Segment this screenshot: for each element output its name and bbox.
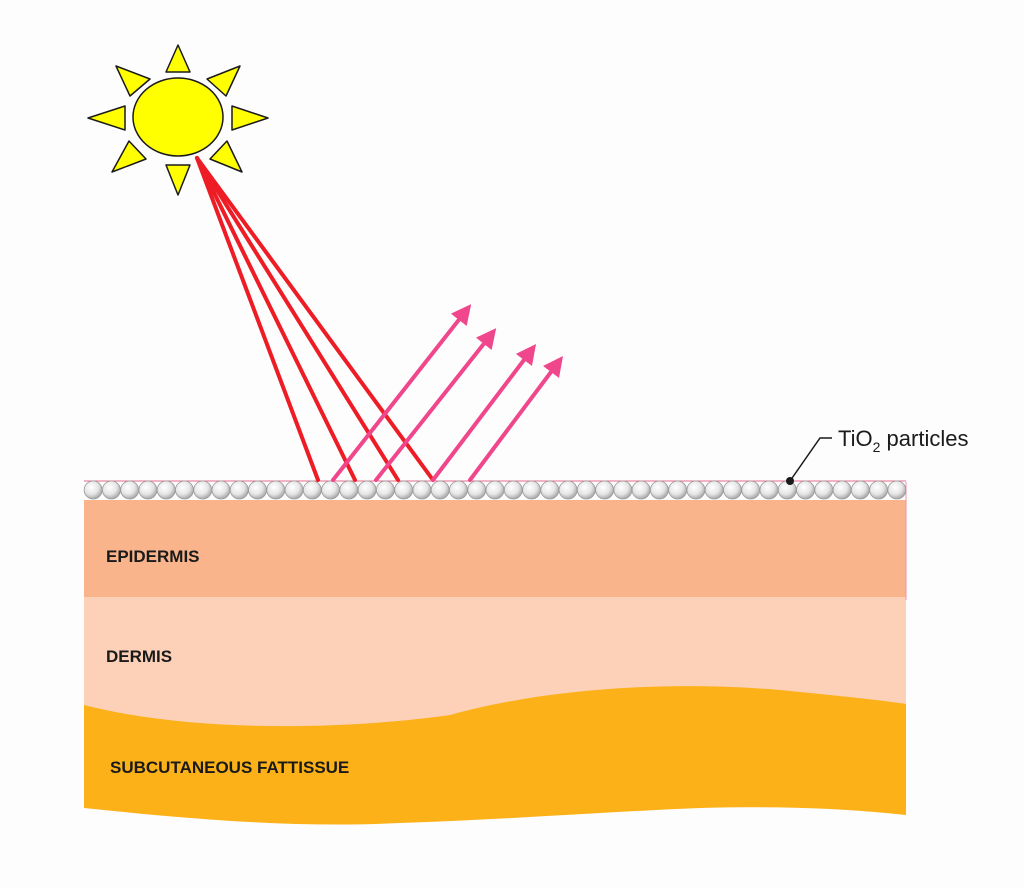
reflected-ray-1 xyxy=(331,304,472,482)
label-epidermis: EPIDERMIS xyxy=(106,547,200,566)
tio2-particle xyxy=(540,480,560,500)
label-dermis: DERMIS xyxy=(106,647,172,666)
incident-ray-4 xyxy=(195,156,435,482)
incident-ray-3 xyxy=(195,156,400,482)
tio2-particle xyxy=(229,480,249,500)
sun-ray-top xyxy=(165,44,191,73)
tio2-particle xyxy=(741,480,761,500)
tio2-particle xyxy=(485,480,505,500)
tio2-particle xyxy=(321,480,341,500)
tio2-particle xyxy=(83,480,103,500)
sun-ray-bottom xyxy=(165,164,191,196)
incident-rays xyxy=(195,156,435,482)
sun-disc xyxy=(132,77,224,157)
reflected-ray-3 xyxy=(431,344,537,482)
epidermis-layer xyxy=(84,500,906,600)
tio2-particle xyxy=(284,480,304,500)
tio2-particle xyxy=(869,480,888,500)
tio2-particle xyxy=(850,480,870,500)
tio2-particle xyxy=(339,480,359,500)
tio2-particle xyxy=(558,480,578,500)
sun-ray-bottom-right xyxy=(209,140,243,173)
tio2-particle xyxy=(613,480,633,500)
callout-label-rest: particles xyxy=(880,426,968,451)
callout-dot xyxy=(786,477,794,485)
tio2-particle xyxy=(668,480,688,500)
tio2-particle xyxy=(887,480,907,500)
tio2-particle xyxy=(686,480,706,500)
tio2-particle xyxy=(449,480,468,500)
callout-label: TiO2 particles xyxy=(838,426,968,455)
tio2-particle xyxy=(211,480,231,500)
subcutaneous-layer xyxy=(84,686,906,825)
tio2-particle xyxy=(796,480,815,500)
tio2-particle xyxy=(814,480,834,500)
tio2-particle xyxy=(156,480,176,500)
tio2-particle xyxy=(467,480,487,500)
tio2-particle xyxy=(832,480,852,500)
sun-icon xyxy=(87,44,269,196)
tio2-particle xyxy=(704,480,724,500)
sun-ray-top-right xyxy=(206,65,241,97)
label-subcutaneous: SUBCUTANEOUS FATTISSUE xyxy=(110,758,349,777)
tio2-particle xyxy=(193,480,213,500)
tio2-particle xyxy=(120,480,140,500)
sun-ray-top-left xyxy=(115,65,151,97)
tio2-particle xyxy=(595,480,614,500)
skin-cross-section xyxy=(84,482,907,825)
tio2-particle xyxy=(138,480,158,500)
tio2-particle xyxy=(522,480,541,500)
tio2-particle xyxy=(302,480,322,500)
tio2-particle xyxy=(503,480,523,500)
tio2-particle xyxy=(248,480,267,500)
tio2-particle xyxy=(631,480,651,500)
tio2-particle xyxy=(175,480,194,500)
tio2-particle xyxy=(394,480,414,500)
tio2-particle xyxy=(430,480,450,500)
sun-ray-right xyxy=(231,105,269,131)
tio2-callout: TiO2 particles xyxy=(786,426,968,485)
tio2-particle xyxy=(357,480,377,500)
incident-ray-2 xyxy=(195,156,357,482)
tio2-particle xyxy=(412,480,432,500)
sun-ray-bottom-left xyxy=(111,140,147,173)
tio2-particle xyxy=(759,480,779,500)
tio2-particle xyxy=(375,480,395,500)
tio2-particle xyxy=(102,480,121,500)
callout-label-main: TiO xyxy=(838,426,873,451)
callout-leader xyxy=(789,437,832,482)
sun-ray-left xyxy=(87,105,126,131)
callout-label-subscript: 2 xyxy=(873,439,881,455)
reflected-ray-4 xyxy=(468,356,563,482)
tio2-particle xyxy=(650,480,669,500)
tio2-particle xyxy=(576,480,596,500)
incident-ray-1 xyxy=(195,156,320,482)
tio2-particle xyxy=(266,480,286,500)
tio2-particle-row xyxy=(83,480,907,500)
reflected-ray-2 xyxy=(374,328,497,482)
tio2-particle xyxy=(723,480,742,500)
reflected-rays xyxy=(331,304,563,482)
